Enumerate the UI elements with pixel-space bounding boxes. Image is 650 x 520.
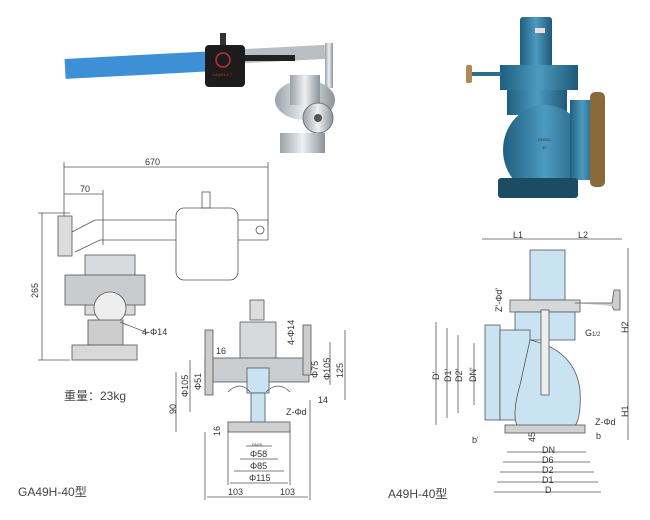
a49h-outlet-bolts: Z'-Φd' [494, 287, 504, 312]
a49h-inlet-bolts: Z-Φd [595, 417, 616, 427]
body-marking: DN200 [538, 137, 551, 142]
a49h-D6: D6 [542, 455, 554, 465]
lever-valve-photo [64, 33, 335, 153]
dim-103-right: 103 [280, 487, 296, 497]
a49h-H2: H2 [620, 321, 630, 333]
a49h-DN-prime: DN' [468, 367, 478, 382]
lever-weight-label: GA49H-2.7 [212, 72, 233, 77]
dim-total-length: 670 [145, 157, 161, 167]
dim-phi105-left: Φ105 [180, 374, 190, 397]
a49h-G-text: G [585, 328, 593, 338]
dim-phi105-right: Φ105 [322, 357, 332, 380]
dim-125: 125 [335, 362, 345, 378]
dim-z-phi-d: Z-Φd [286, 407, 307, 417]
a49h-D1-prime: D1' [443, 368, 453, 382]
dim-bolt-holes: 4-Φ14 [142, 327, 168, 337]
a49h-D-prime: D' [431, 371, 441, 380]
ga49h-side-view [38, 162, 269, 361]
a49h-b-prime: b' [472, 435, 479, 445]
ga49h-section-view [175, 299, 346, 500]
dim-16-bottom: 16 [212, 425, 222, 436]
a49h-D: D [545, 485, 552, 495]
dim-height: 265 [30, 282, 40, 298]
blue-valve-photo [466, 17, 605, 198]
a49h-section-view [435, 238, 629, 493]
dim-dn25: DN25 [252, 442, 263, 447]
a49h-b: b [596, 431, 602, 441]
a49h-D2: D2 [542, 465, 554, 475]
a49h-model-label: A49H-40型 [388, 487, 448, 501]
a49h-D1: D1 [542, 475, 554, 485]
dim-16-top: 16 [216, 346, 227, 356]
a49h-H1: H1 [620, 405, 630, 417]
dim-phi85: Φ85 [250, 461, 268, 471]
dim-90: 90 [168, 403, 178, 414]
dim-14: 14 [318, 395, 329, 405]
a49h-L1: L1 [513, 230, 524, 240]
dim-offset: 70 [80, 184, 91, 194]
a49h-G: G1/2 [585, 328, 600, 340]
a49h-dim-45: 45 [527, 431, 537, 442]
dim-103-left: 103 [228, 487, 244, 497]
ga49h-model-label: GA49H-40型 [18, 485, 87, 499]
pressure-marking: 40 [542, 145, 547, 150]
a49h-D2-prime: D2' [454, 368, 464, 382]
a49h-DN: DN [542, 445, 555, 455]
dim-phi115: Φ115 [249, 473, 271, 483]
dim-outlet-bolts: 4-Φ14 [286, 319, 296, 345]
weight-label: 重量：23kg [64, 389, 127, 403]
a49h-G-fraction: 1/2 [592, 332, 601, 338]
a49h-L2: L2 [578, 230, 589, 240]
dim-phi51: Φ51 [193, 372, 203, 390]
dim-phi75: Φ75 [310, 360, 320, 378]
dim-phi58: Φ58 [250, 449, 268, 459]
